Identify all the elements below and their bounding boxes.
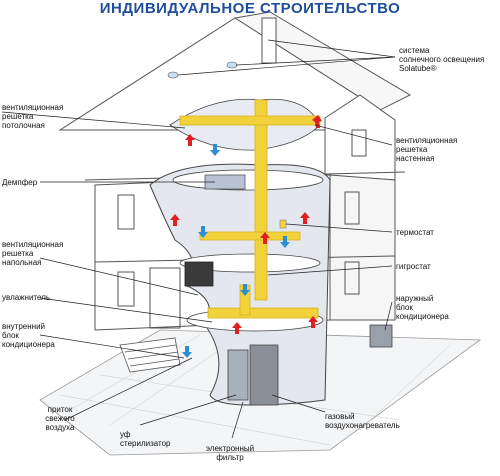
label-indoor-unit: внутренний блок кондиционера — [2, 322, 55, 349]
page-title: ИНДИВИДУАЛЬНОЕ СТРОИТЕЛЬСТВО — [99, 0, 401, 17]
solatube-dome — [226, 61, 238, 69]
thermostat-unit — [279, 219, 287, 229]
label-thermostat: термостат — [396, 228, 434, 237]
label-outdoor-unit: наружный блок кондиционера — [396, 294, 449, 321]
outdoor-ac-unit — [369, 324, 393, 348]
solatube-dome — [167, 71, 179, 79]
porch-steps — [119, 337, 181, 373]
door — [149, 267, 181, 329]
label-gas-heater: газовый воздухонагреватель — [325, 412, 400, 430]
floor-slab — [179, 253, 321, 273]
floor-slab — [172, 169, 324, 191]
leader-lines — [1, 39, 396, 439]
gas-heater-unit — [249, 344, 279, 406]
label-damper: Демпфер — [2, 178, 38, 187]
label-solatube: система солнечного освещения Solatube® — [399, 46, 485, 73]
label-ceiling-grille: вентиляционная решетка потолочная — [2, 103, 64, 130]
window — [344, 261, 360, 295]
hot-air-arrows — [170, 115, 322, 334]
label-humidifier: увлажнитель — [2, 293, 51, 302]
roof-side — [233, 11, 412, 111]
window — [344, 191, 360, 225]
label-electronic-filter: электронный фильтр — [205, 444, 255, 462]
label-floor-grille: вентиляционная решетка напольная — [2, 240, 64, 267]
label-wall-grille: вентиляционная решетка настенная — [396, 136, 458, 163]
window — [117, 271, 135, 307]
cold-air-arrows — [182, 144, 290, 358]
attic-window — [351, 129, 367, 157]
filter-unit — [227, 349, 249, 401]
gable — [324, 94, 396, 181]
window — [117, 194, 135, 230]
label-fresh-air: приток свежего воздуха — [45, 405, 75, 432]
side-wall — [329, 174, 396, 321]
label-uv-sterilizer: уф стерилизатор — [120, 430, 171, 448]
humidifier-box — [184, 261, 214, 287]
label-hygrostat: гигростат — [396, 262, 431, 271]
duct-system — [179, 99, 321, 319]
